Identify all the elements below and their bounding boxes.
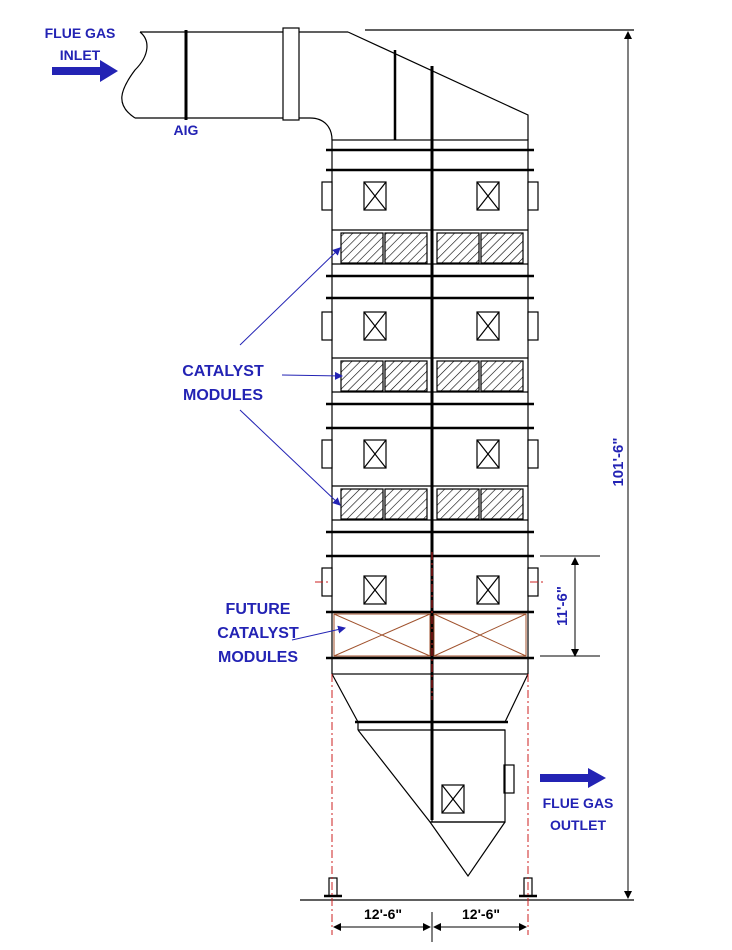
flow-arrows <box>52 60 606 788</box>
inlet-break-line <box>121 31 148 119</box>
catalyst-modules <box>340 232 524 520</box>
right-width-dimension: 12'-6" <box>462 906 500 922</box>
inlet-arrow-icon <box>52 60 118 82</box>
left-width-dimension: 12'-6" <box>364 906 402 922</box>
side-nozzles <box>321 181 539 794</box>
expansion-joint <box>282 27 300 121</box>
support-legs <box>300 877 634 901</box>
flue-gas-outlet-label: FLUE GAS OUTLET <box>542 795 614 833</box>
centerlines <box>315 552 545 935</box>
future-catalyst-modules-label: FUTURE CATALYST MODULES <box>217 601 299 666</box>
module-height-dimension: 11'-6" <box>554 586 571 626</box>
dimension-lines <box>333 31 632 942</box>
outlet-hopper <box>331 673 529 878</box>
future-catalyst-modules <box>333 613 527 657</box>
reactor-housing <box>326 66 534 820</box>
flue-gas-inlet-label: FLUE GAS INLET <box>44 25 116 63</box>
overall-height-dimension: 101'-6" <box>610 437 627 487</box>
leader-lines <box>239 247 346 641</box>
outlet-arrow-icon <box>540 768 606 788</box>
inlet-duct <box>121 27 634 141</box>
aig-label: AIG <box>173 122 199 138</box>
catalyst-modules-label: CATALYST MODULES <box>182 363 264 404</box>
access-doors <box>363 181 500 814</box>
